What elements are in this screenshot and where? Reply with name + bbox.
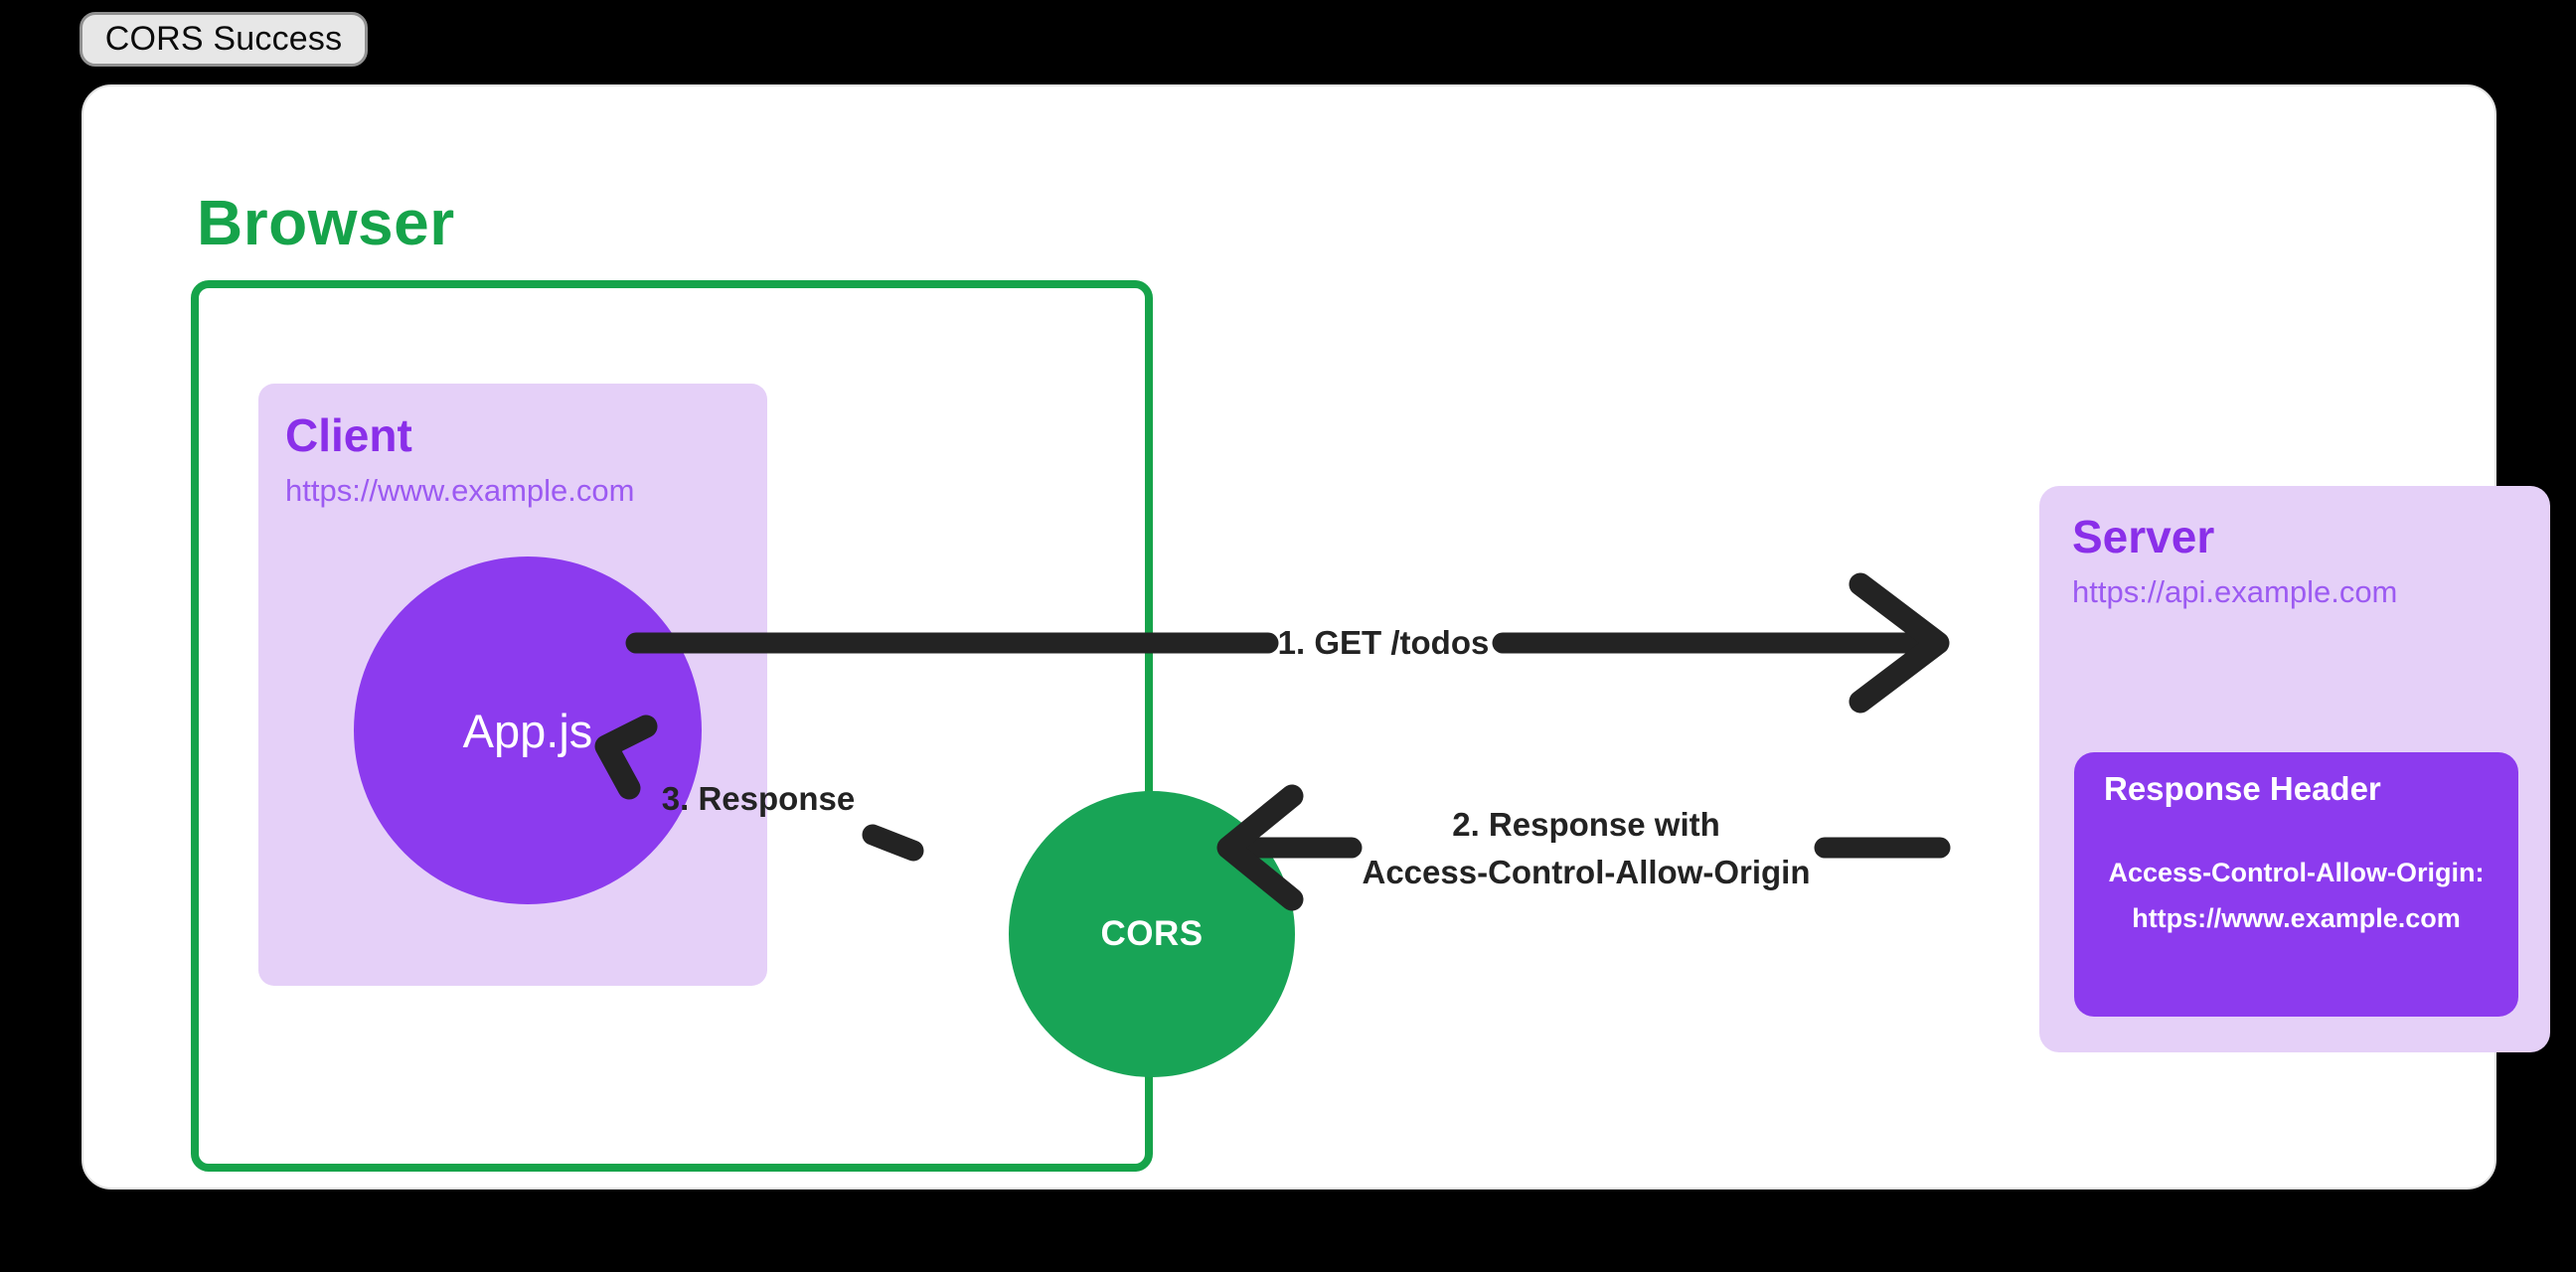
response-header-title: Response Header [2104, 770, 2381, 807]
tab-cors-success[interactable]: CORS Success [80, 12, 368, 67]
arrow-2-label-line1: 2. Response with [1452, 806, 1720, 843]
cors-node: CORS [1009, 791, 1295, 1077]
arrow-3-label: 3. Response [661, 780, 856, 817]
server-url: https://api.example.com [2072, 574, 2398, 609]
response-header-box: Response Header Access-Control-Allow-Ori… [2074, 752, 2518, 1017]
app-js-node: App.js [354, 556, 702, 904]
response-header-line2: https://www.example.com [2132, 903, 2461, 933]
arrow-2-label-line2: Access-Control-Allow-Origin [1362, 854, 1811, 890]
client-url: https://www.example.com [285, 473, 635, 508]
app-js-label: App.js [462, 704, 593, 757]
response-header-line1: Access-Control-Allow-Origin: [2108, 858, 2485, 887]
response-header-value: Access-Control-Allow-Origin: https://www… [2074, 850, 2518, 941]
tab-label: CORS Success [104, 20, 343, 58]
client-title: Client [285, 409, 412, 461]
cors-label: CORS [1100, 914, 1204, 953]
browser-card: Browser Client https://www.example.com A… [81, 84, 2550, 1190]
arrow-1-label: 1. GET /todos [1277, 624, 1490, 661]
browser-title: Browser [197, 187, 455, 258]
server-title: Server [2072, 511, 2215, 562]
browser-boundary-box [191, 280, 1153, 1172]
arrow-2-label: 2. Response with Access-Control-Allow-Or… [1362, 801, 1810, 896]
server-box: Server https://api.example.com Response … [2039, 486, 2550, 1052]
